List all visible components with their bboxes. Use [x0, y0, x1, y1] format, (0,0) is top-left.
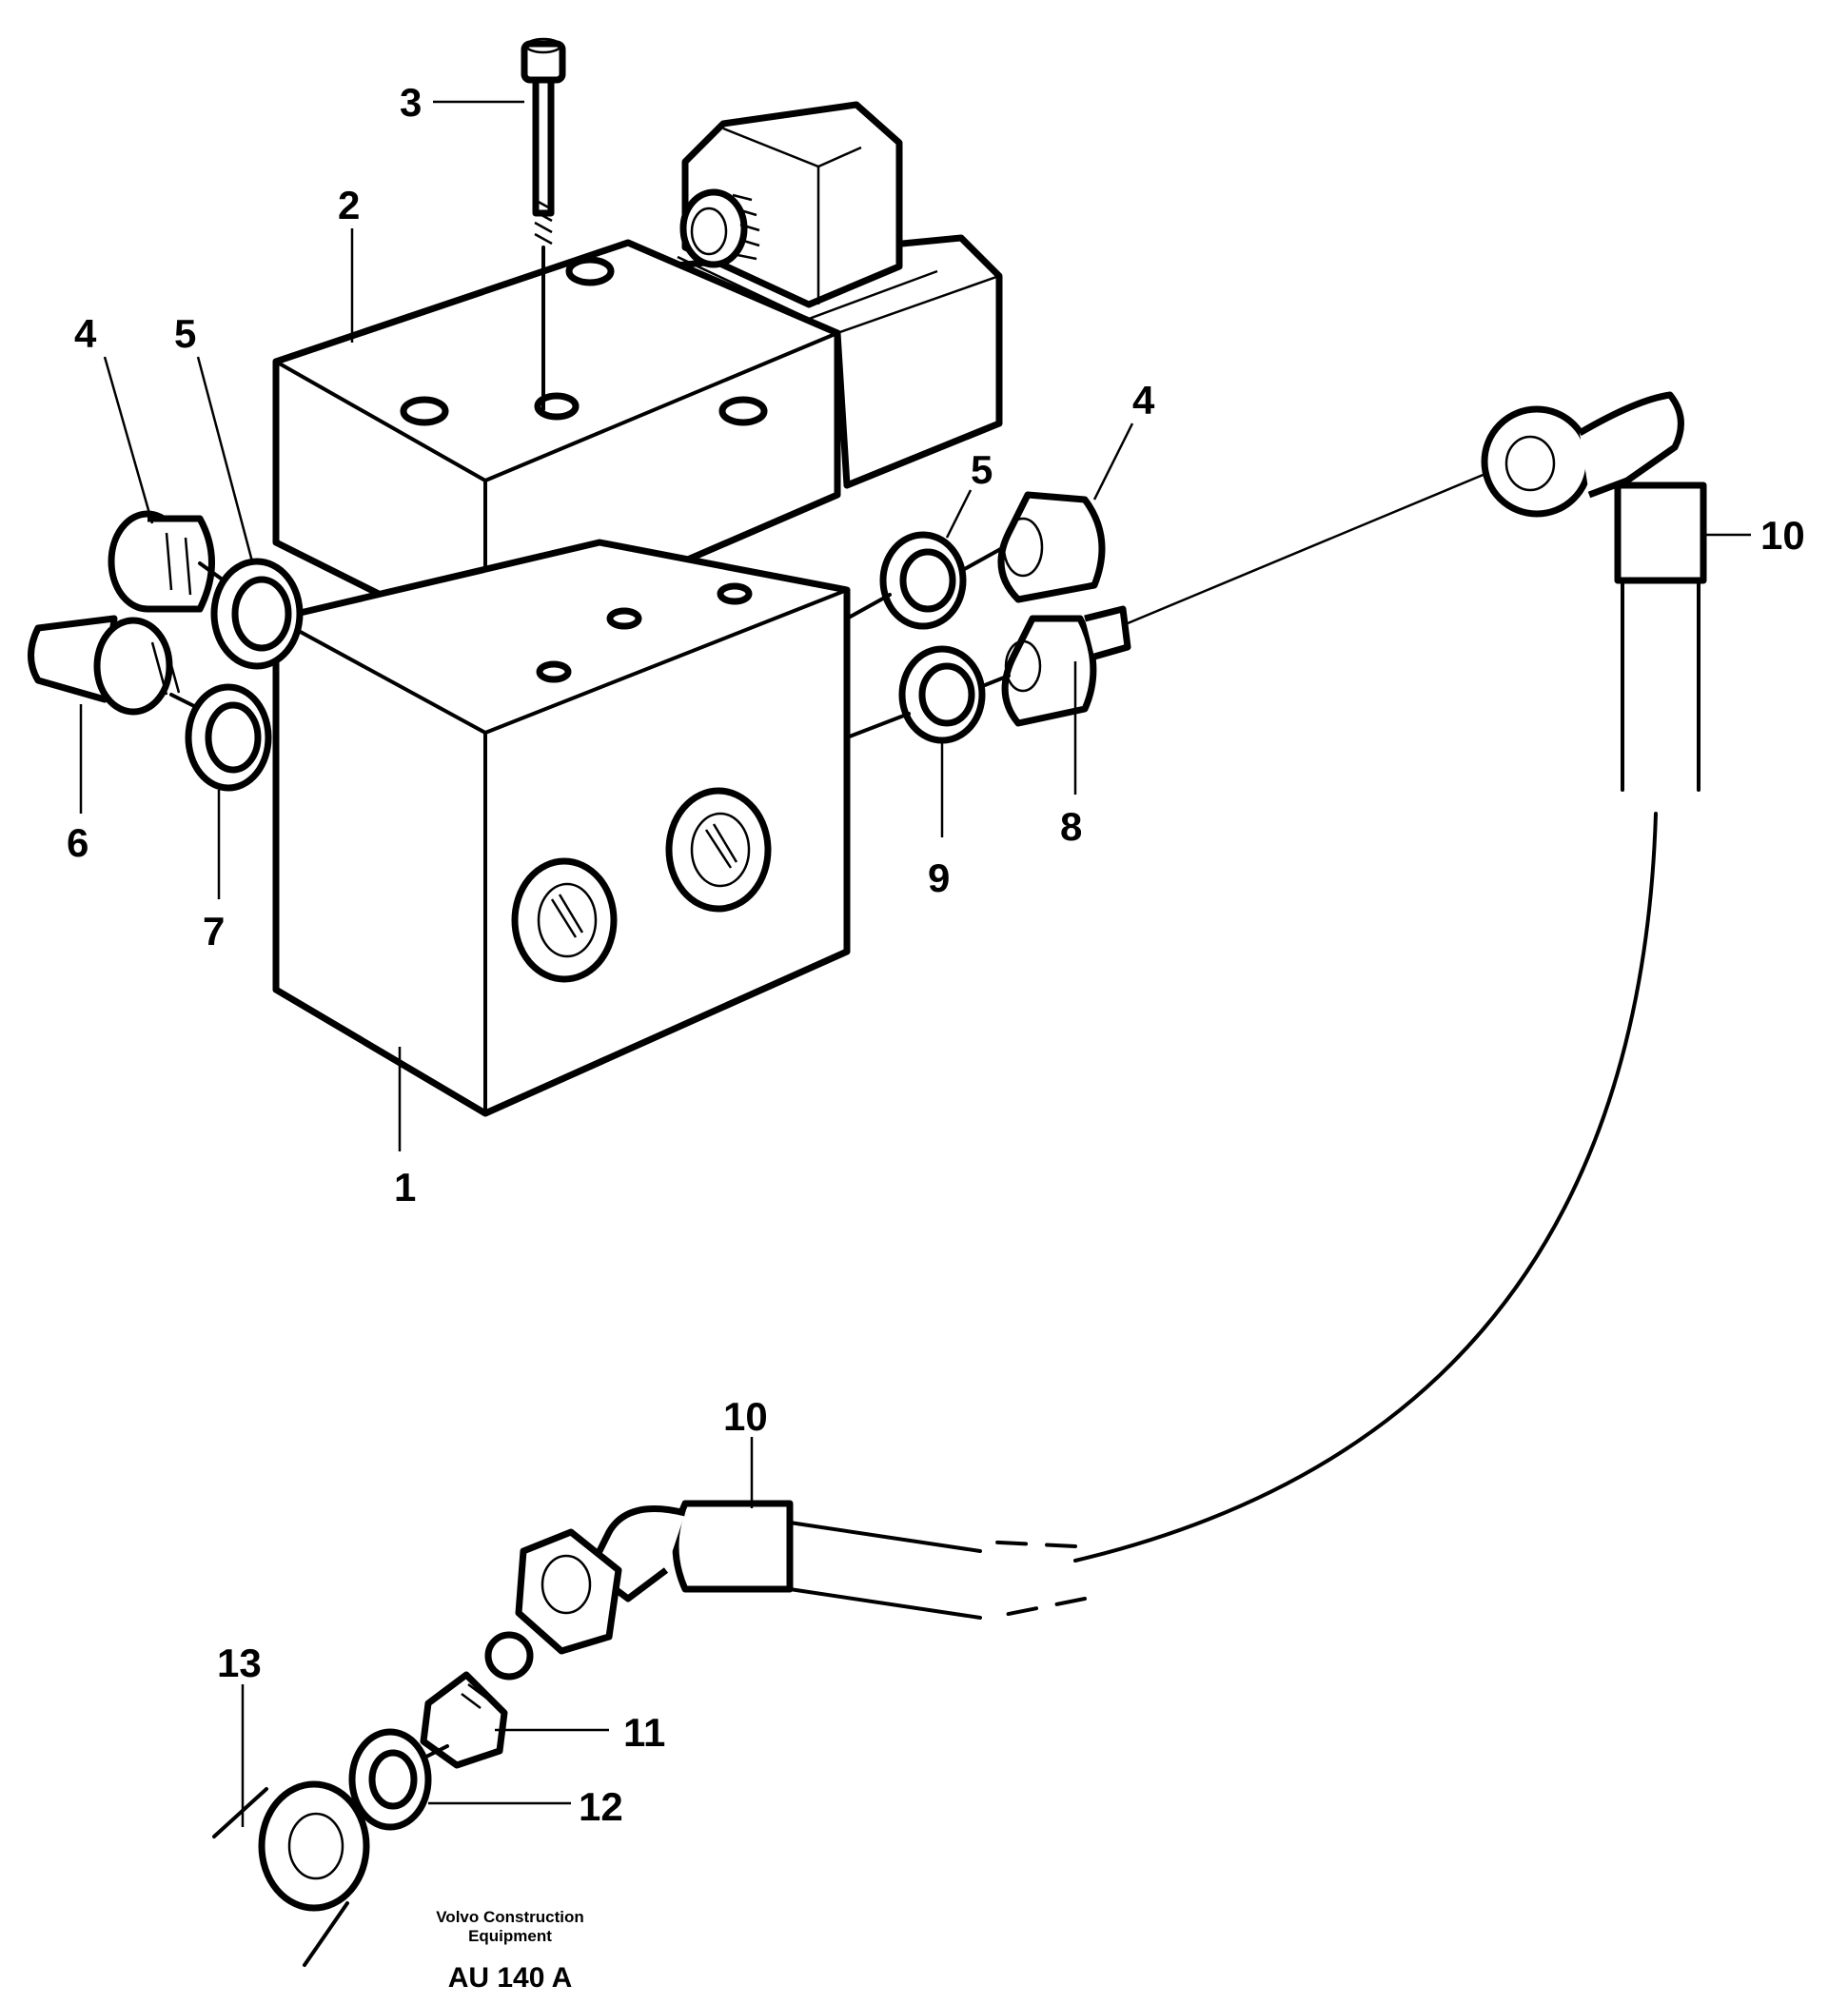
adapter-lower	[407, 1631, 534, 1769]
washer-right-lower	[845, 645, 986, 744]
adapter-left	[28, 615, 230, 725]
callout-6: 6	[67, 820, 88, 865]
washer-right-upper	[845, 531, 967, 630]
credit-line-2: Equipment	[468, 1927, 552, 1945]
figure-code: AU 140 A	[448, 1962, 573, 1994]
valve-block-upper	[272, 239, 841, 651]
callout-10-upper: 10	[1760, 513, 1805, 558]
callout-11: 11	[623, 1710, 665, 1755]
bolt	[521, 37, 566, 411]
credit-line-1: Volvo Construction	[436, 1908, 584, 1926]
leader-lines	[79, 100, 1751, 1827]
plug-left	[108, 510, 249, 613]
callout-9: 9	[928, 855, 950, 900]
pipe-connection	[212, 1780, 370, 1967]
hose-fitting-upper	[1481, 391, 1707, 792]
washer-lower	[348, 1728, 432, 1831]
plug-right	[959, 491, 1106, 603]
callout-2: 2	[338, 183, 360, 227]
callout-4-left: 4	[74, 311, 97, 356]
valve-block-main	[272, 539, 851, 1117]
callout-13: 13	[217, 1641, 262, 1685]
credit-block: Volvo Construction Equipment AU 140 A	[436, 1908, 584, 1994]
callout-1: 1	[394, 1165, 416, 1209]
callout-5-right: 5	[971, 447, 993, 492]
callout-5-left: 5	[174, 311, 196, 356]
hose-line	[788, 812, 1658, 1620]
callout-labels: 1 2 3 4 5 4 5 6 7 8 9 10 10 11 12 13	[67, 80, 1805, 1829]
washer-left-upper	[210, 558, 304, 670]
washer-left-lower	[185, 683, 272, 792]
callout-7: 7	[203, 909, 225, 953]
hose-fitting-lower	[515, 1500, 794, 1655]
adapter-right	[983, 464, 1504, 727]
callout-12: 12	[579, 1784, 623, 1829]
callout-8: 8	[1060, 804, 1082, 849]
callout-3: 3	[400, 80, 422, 125]
callout-10-lower: 10	[723, 1394, 768, 1439]
callout-4-right: 4	[1132, 378, 1155, 423]
